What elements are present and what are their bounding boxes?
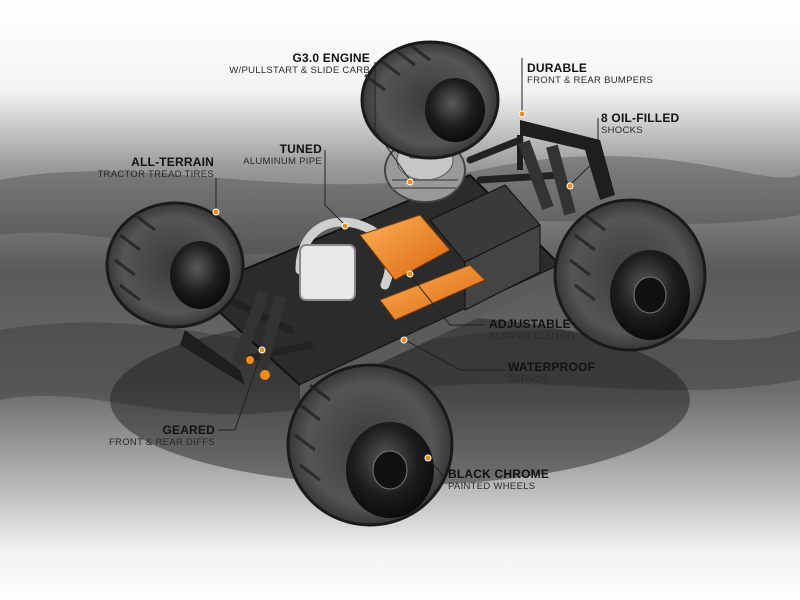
leader-wheels bbox=[427, 457, 446, 479]
callout-subtitle: PAINTED WHEELS bbox=[448, 480, 536, 492]
callout-title: BLACK CHROME bbox=[448, 467, 550, 481]
slipper-clutch-plate bbox=[359, 214, 451, 281]
callout-dots bbox=[212, 110, 574, 462]
callout-title: ALL-TERRAIN bbox=[131, 155, 214, 169]
callout-subtitle: W/PULLSTART & SLIDE CARB bbox=[229, 64, 370, 76]
callout-title: G3.0 ENGINE bbox=[292, 51, 370, 65]
tire-front-left bbox=[105, 201, 245, 329]
orange-hardware bbox=[260, 370, 270, 380]
callout-servos: WATERPROOF SERVOS bbox=[508, 361, 595, 385]
leader-servos bbox=[404, 339, 505, 371]
front-bumper bbox=[180, 330, 245, 385]
shock-absorbers bbox=[232, 140, 576, 371]
callout-title: WATERPROOF bbox=[508, 360, 596, 374]
callout-subtitle: SERVOS bbox=[508, 373, 550, 385]
callout-title: ADJUSTABLE bbox=[489, 317, 571, 331]
callout-clutch: ADJUSTABLE SLIPPER CLUTCH bbox=[489, 318, 575, 342]
callout-diffs: GEARED FRONT & REAR DIFFS bbox=[109, 424, 215, 448]
callout-engine: G3.0 ENGINE W/PULLSTART & SLIDE CARB bbox=[229, 52, 370, 76]
callout-tires: ALL-TERRAIN TRACTOR TREAD TIRES bbox=[97, 156, 214, 180]
callout-subtitle: TRACTOR TREAD TIRES bbox=[97, 168, 214, 180]
leader-pipe bbox=[324, 150, 346, 226]
leader-clutch bbox=[409, 274, 485, 326]
leader-diffs bbox=[218, 349, 263, 431]
tire-front-right bbox=[286, 363, 454, 527]
callout-bumpers: DURABLE FRONT & REAR BUMPERS bbox=[527, 62, 653, 86]
leader-engine bbox=[374, 62, 411, 181]
callout-title: GEARED bbox=[162, 423, 215, 437]
suspension-arm bbox=[216, 136, 564, 364]
orange-hardware bbox=[246, 356, 254, 364]
radio-box-side bbox=[464, 224, 541, 311]
leader-shocks bbox=[569, 118, 599, 186]
callout-title: DURABLE bbox=[527, 61, 588, 75]
callout-shocks: 8 OIL-FILLED SHOCKS bbox=[601, 112, 679, 136]
callout-subtitle: FRONT & REAR BUMPERS bbox=[527, 74, 654, 86]
callout-subtitle: SHOCKS bbox=[601, 124, 643, 136]
servo-plate bbox=[379, 264, 486, 321]
callout-leader-lines bbox=[215, 58, 599, 479]
callout-subtitle: ALUMINUM PIPE bbox=[243, 155, 322, 167]
rear-bumper bbox=[520, 120, 615, 200]
callout-subtitle: SLIPPER CLUTCH bbox=[489, 330, 575, 342]
callout-title: 8 OIL-FILLED bbox=[601, 111, 680, 125]
tire-rear-right bbox=[553, 198, 707, 352]
callout-subtitle: FRONT & REAR DIFFS bbox=[108, 436, 215, 448]
fuel-tank bbox=[299, 244, 356, 301]
callout-wheels: BLACK CHROME PAINTED WHEELS bbox=[448, 468, 549, 492]
tire-tread bbox=[114, 43, 606, 482]
callout-title: TUNED bbox=[279, 142, 322, 156]
callout-pipe: TUNED ALUMINUM PIPE bbox=[243, 143, 322, 167]
